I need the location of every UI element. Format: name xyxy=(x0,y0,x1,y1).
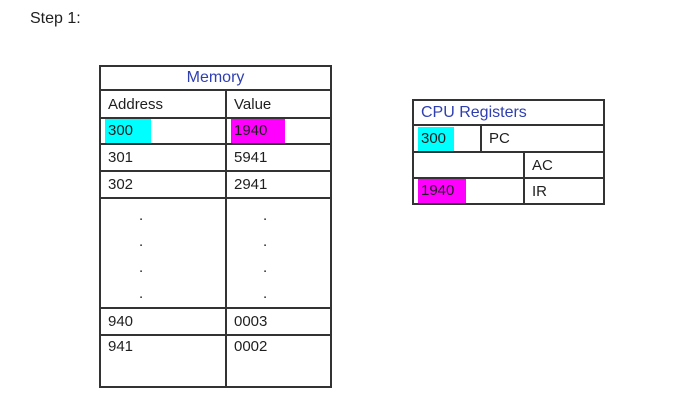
table-row: 302 2941 xyxy=(99,170,332,199)
memory-cell-address-940: 940 xyxy=(99,307,227,336)
memory-ellipsis-value: . . . . xyxy=(225,197,332,309)
table-row: 940 0003 xyxy=(99,307,332,336)
cpu-registers-title: CPU Registers xyxy=(411,99,606,126)
table-row-ellipsis: . . . . . . . . xyxy=(99,197,332,309)
memory-cell-value-301: 5941 xyxy=(225,143,332,172)
memory-table: Memory Address Value 300 1940 301 5941 3… xyxy=(99,65,332,388)
highlighted-ir-value: 1940 xyxy=(418,180,467,202)
cpu-cell-pc-value: 300 xyxy=(412,124,482,153)
cpu-cell-ir-value: 1940 xyxy=(412,177,525,205)
memory-cell-address-302: 302 xyxy=(99,170,227,199)
memory-cell-value-940: 0003 xyxy=(225,307,332,336)
highlighted-address-300: 300 xyxy=(105,120,152,142)
memory-cell-address-300: 300 xyxy=(99,117,227,145)
cpu-registers-table: CPU Registers 300 PC AC 1940 IR xyxy=(411,99,606,205)
table-row: 941 0002 xyxy=(99,334,332,388)
table-row: 300 PC xyxy=(412,124,606,153)
highlighted-value-1940: 1940 xyxy=(231,120,286,142)
memory-title: Memory xyxy=(99,65,332,91)
cpu-cell-pc-label: PC xyxy=(479,124,606,153)
cpu-cell-ir-label: IR xyxy=(522,177,606,205)
table-row: AC xyxy=(412,151,606,179)
memory-col-header-value: Value xyxy=(225,89,332,119)
cpu-cell-ac-value xyxy=(412,151,525,179)
table-row: 300 1940 xyxy=(99,117,332,145)
memory-cell-value-302: 2941 xyxy=(225,170,332,199)
memory-ellipsis-address: . . . . xyxy=(99,197,227,309)
memory-cell-value-1940: 1940 xyxy=(225,117,332,145)
cpu-cell-ac-label: AC xyxy=(522,151,606,179)
step-label: Step 1: xyxy=(30,10,81,27)
memory-cell-address-301: 301 xyxy=(99,143,227,172)
memory-cell-address-941: 941 xyxy=(99,334,227,388)
memory-cell-value-941: 0002 xyxy=(225,334,332,388)
memory-col-header-address: Address xyxy=(99,89,227,119)
highlighted-pc-value: 300 xyxy=(418,127,455,150)
table-row: 1940 IR xyxy=(412,177,606,205)
table-row: 301 5941 xyxy=(99,143,332,172)
